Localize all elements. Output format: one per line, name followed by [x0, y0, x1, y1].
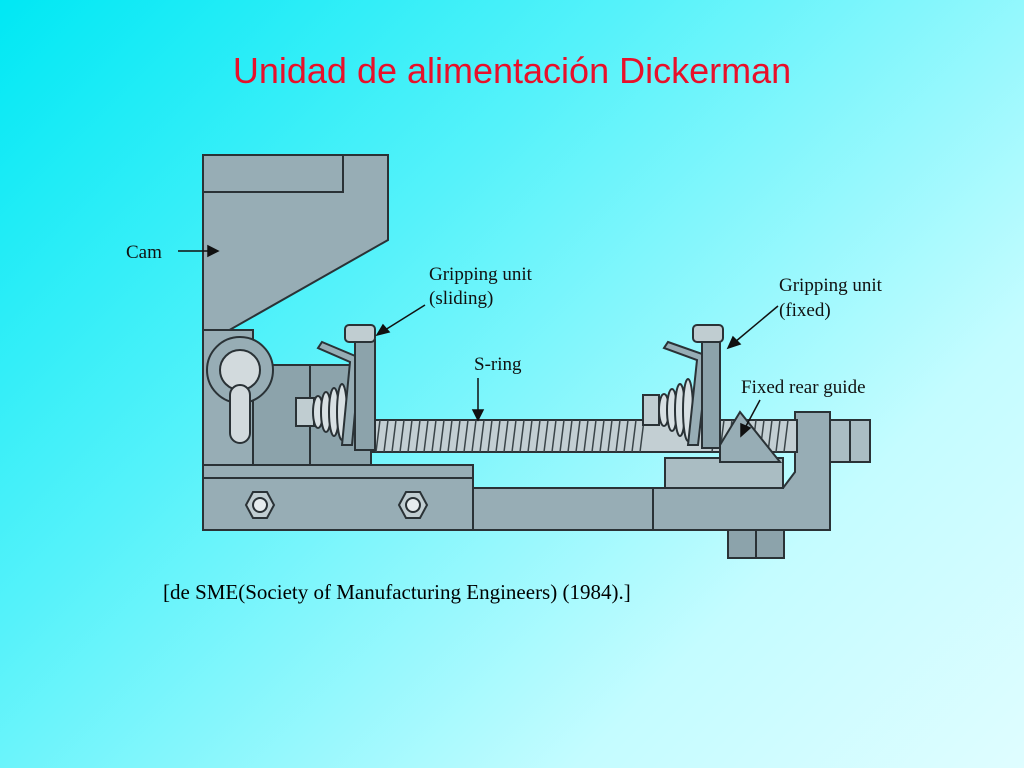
label-cam: Cam — [126, 242, 162, 263]
base-rail — [202, 411, 871, 559]
label-gripping-fixed-2: (fixed) — [779, 300, 831, 321]
cam-part — [202, 154, 389, 347]
label-fixed-rear-guide: Fixed rear guide — [741, 377, 866, 398]
fixed-rear-guide — [719, 410, 783, 463]
leader-arrows — [178, 244, 779, 438]
source-caption: [de SME(Society of Manufacturing Enginee… — [163, 580, 631, 604]
label-gripping-fixed-1: Gripping unit — [779, 275, 883, 296]
slide-title: Unidad de alimentación Dickerman — [232, 50, 792, 91]
label-s-ring: S-ring — [474, 354, 522, 375]
gripping-unit-fixed — [642, 324, 724, 449]
gripping-unit-sliding — [295, 324, 376, 451]
base-nut-left — [244, 491, 276, 519]
label-gripping-sliding-2: (sliding) — [429, 288, 493, 309]
base-nut-right — [397, 491, 429, 519]
label-gripping-sliding-1: Gripping unit — [429, 264, 533, 285]
